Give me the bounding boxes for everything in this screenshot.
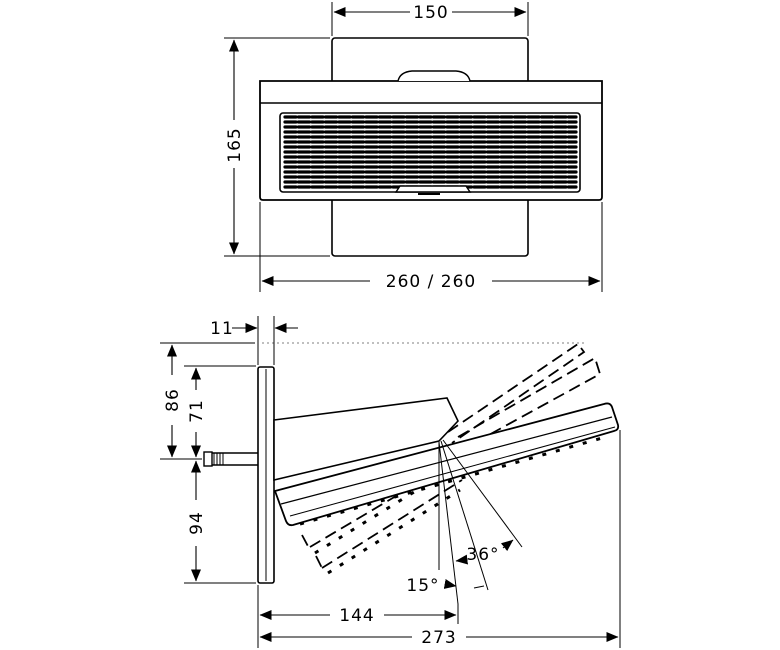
- dimension-height: 165: [225, 39, 245, 255]
- dim-label-11: 11: [210, 319, 234, 339]
- dimension-inner-projection: 144: [259, 606, 457, 626]
- dim-label-94: 94: [187, 511, 207, 535]
- dim-label-273: 273: [421, 628, 456, 648]
- angle-label-15: 15°: [406, 576, 439, 596]
- extension-lines-side: [160, 316, 621, 648]
- front-view: 150 165 260 / 260: [224, 2, 603, 292]
- dim-label-71: 71: [187, 399, 207, 423]
- dim-label-150: 150: [413, 3, 448, 23]
- dimension-total-projection: 273: [259, 628, 619, 648]
- dimension-bottom-width: 260 / 260: [261, 272, 601, 292]
- dim-label-86: 86: [163, 388, 183, 412]
- angle-label-36: 36°: [466, 545, 499, 565]
- dimension-lower: 94: [187, 460, 207, 582]
- extension-lines-front: [224, 2, 603, 292]
- dimension-upper-inner: 71: [187, 367, 207, 458]
- dim-label-144: 144: [339, 606, 374, 626]
- dashed-nozzles: [314, 474, 461, 575]
- dim-label-165: 165: [225, 127, 245, 162]
- angle-36: 36°: [455, 539, 514, 565]
- side-view: 36° 15° 11: [160, 316, 621, 648]
- nozzle-grille: [279, 112, 581, 195]
- shower-head-side: [273, 402, 620, 527]
- pipe-connector: [203, 451, 258, 467]
- dim-label-260: 260 / 260: [386, 272, 476, 292]
- angle-15: 15°: [406, 576, 485, 596]
- dimension-wall-gap: 11: [210, 319, 298, 339]
- dimension-top-width: 150: [333, 3, 527, 23]
- dimension-upper-outer: 86: [163, 344, 183, 458]
- angle-lines: [438, 439, 523, 605]
- shower-head-front: [259, 70, 603, 201]
